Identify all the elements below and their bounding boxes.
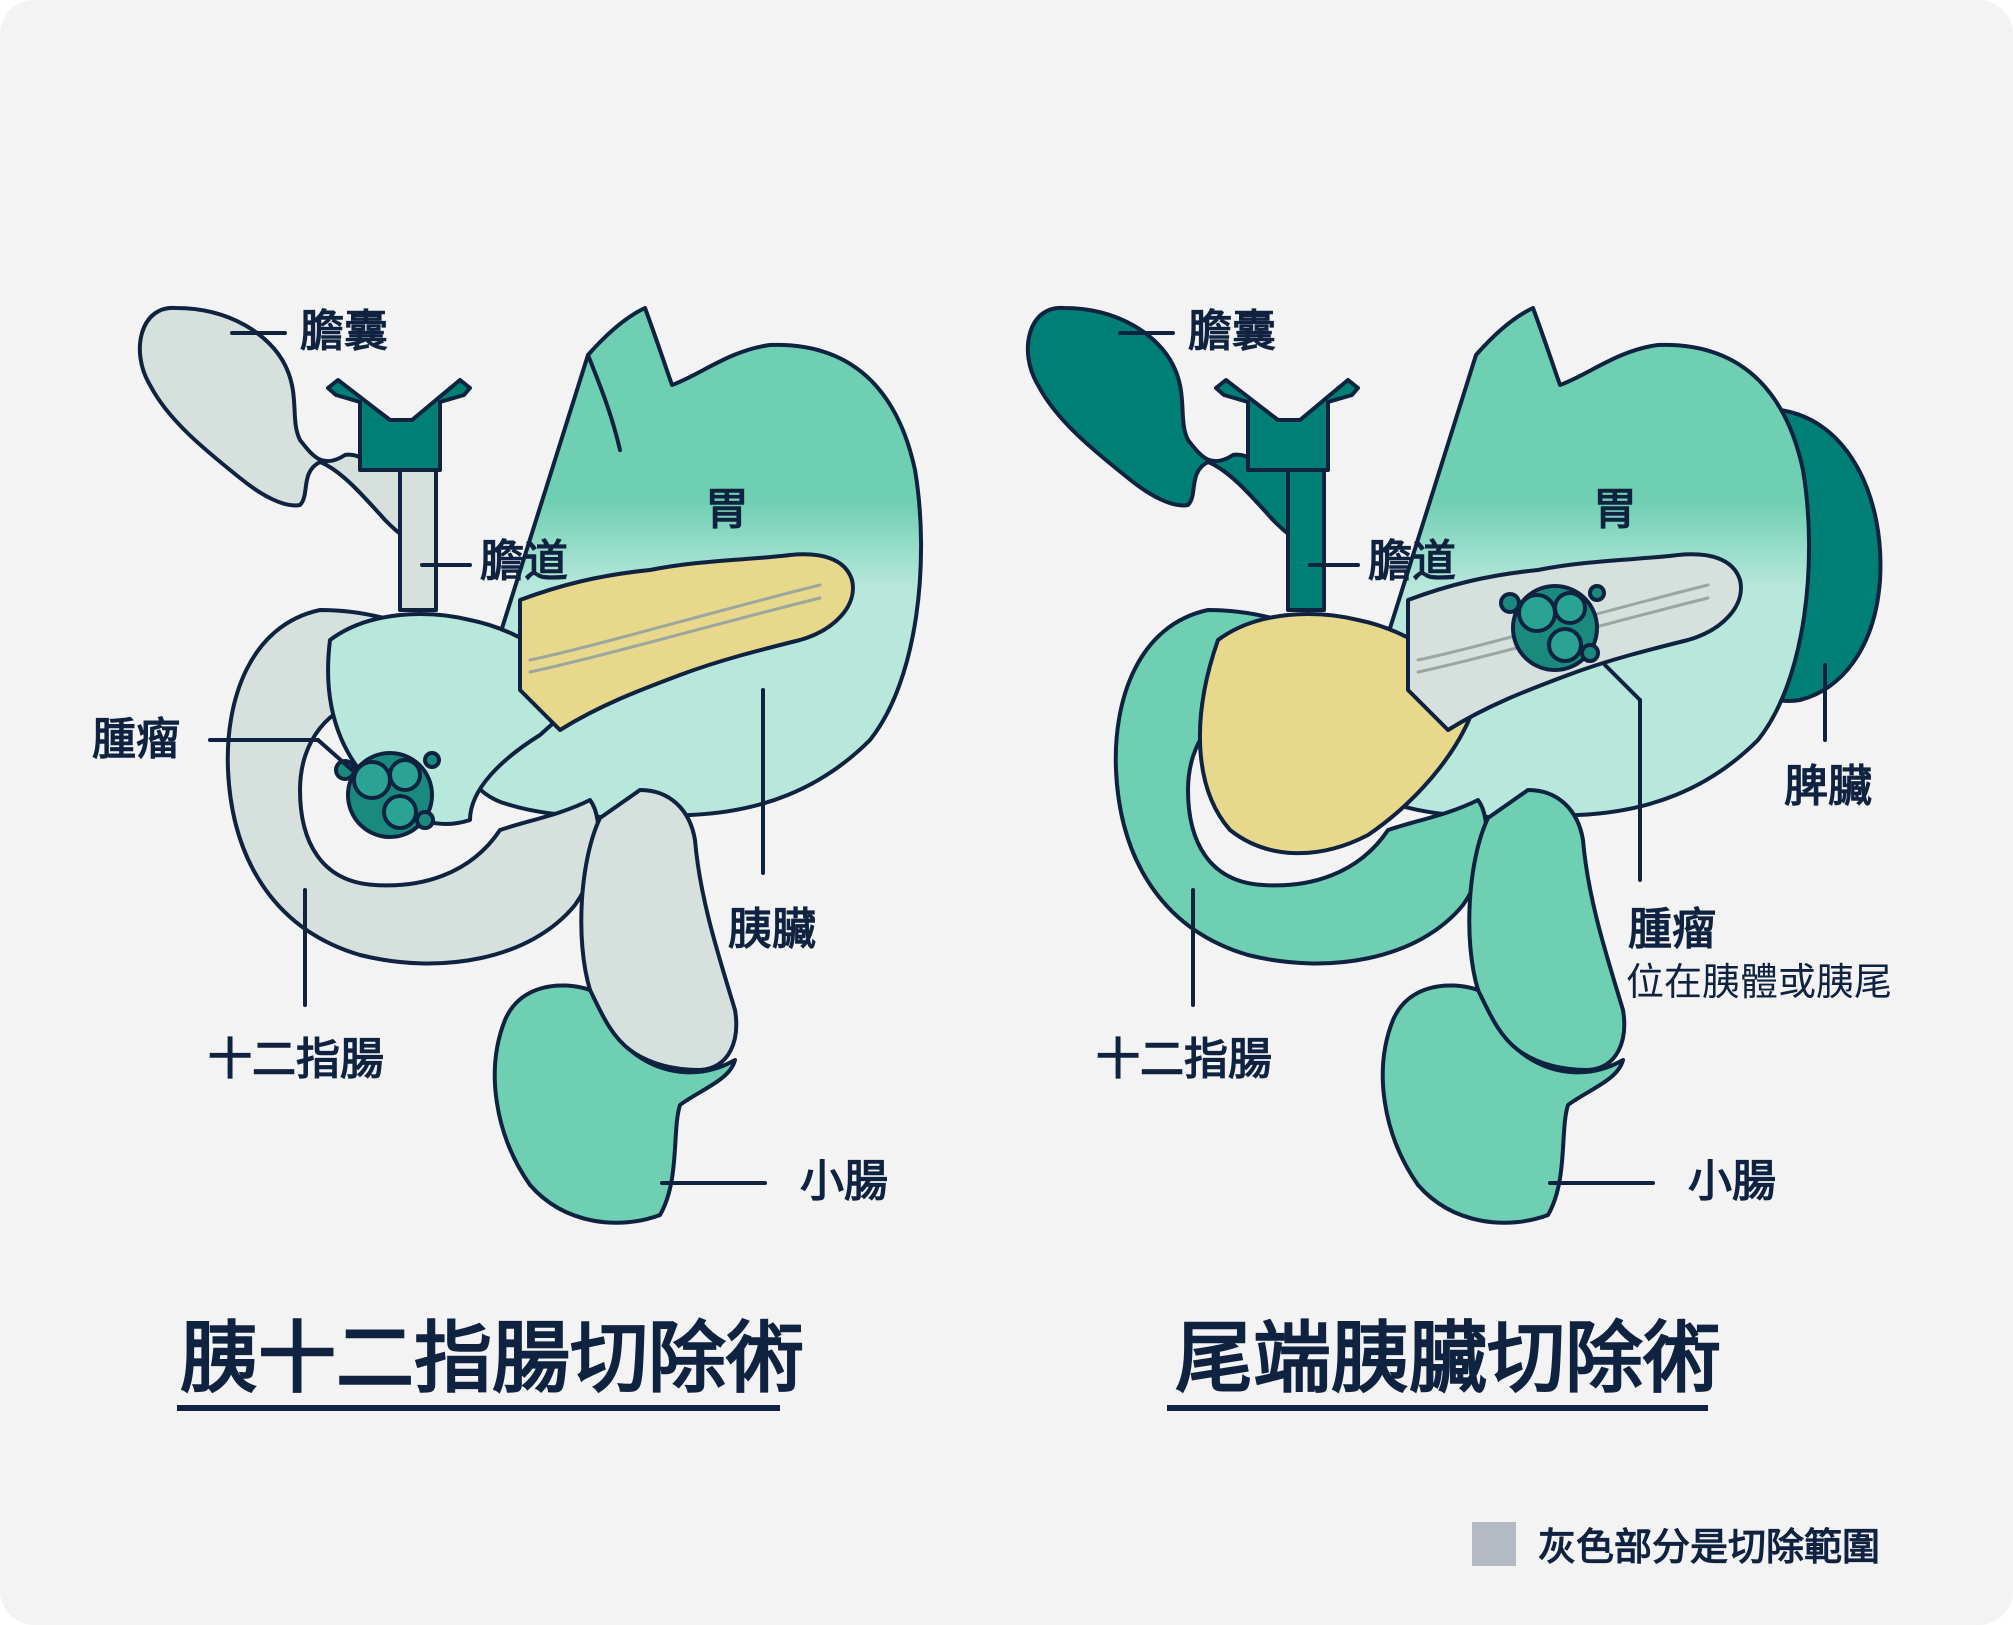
right-label-small-intestine: 小腸 [1688,1156,1776,1207]
left-label-duodenum: 十二指腸 [208,1034,384,1085]
right-label-bile-duct: 膽道 [1368,536,1456,587]
legend-text: 灰色部分是切除範圍 [1538,1525,1881,1569]
right-label-tumor: 腫瘤 [1628,904,1716,955]
left-leader-lines [208,331,767,1185]
left-anatomy [137,305,923,1225]
left-small-intestine-upper [579,788,739,1072]
left-label-pancreas: 胰臟 [728,904,816,955]
right-leader-lines [1118,331,1827,1185]
right-label-stomach: 胃 [1593,484,1637,535]
legend: 灰色部分是切除範圍 [1472,1516,1880,1571]
left-title: 胰十二指腸切除術 [180,1314,805,1404]
right-small-intestine-upper [1467,788,1627,1072]
right-label-spleen: 脾臟 [1784,761,1872,812]
left-bile-duct [398,468,438,612]
left-label-stomach: 胃 [705,484,749,535]
right-title: 尾端胰臟切除術 [1175,1314,1722,1404]
right-bile-duct [1286,468,1326,612]
gray-square-swatch-icon [1472,1521,1516,1566]
left-bile-duct-upper [326,378,472,472]
right-label-duodenum: 十二指腸 [1096,1034,1272,1085]
right-label-gallbladder: 膽囊 [1188,306,1276,357]
left-label-bile-duct: 膽道 [480,536,568,587]
left-small-intestine [492,983,737,1225]
left-label-gallbladder: 膽囊 [300,306,388,357]
right-anatomy [1025,305,1883,1225]
right-small-intestine [1380,983,1625,1225]
right-label-tumor-note: 位在胰體或胰尾 [1626,960,1893,1004]
left-label-small-intestine: 小腸 [800,1156,888,1207]
left-label-tumor: 腫瘤 [92,714,180,765]
right-tumor [1499,584,1606,672]
right-bile-duct-upper [1214,378,1360,472]
